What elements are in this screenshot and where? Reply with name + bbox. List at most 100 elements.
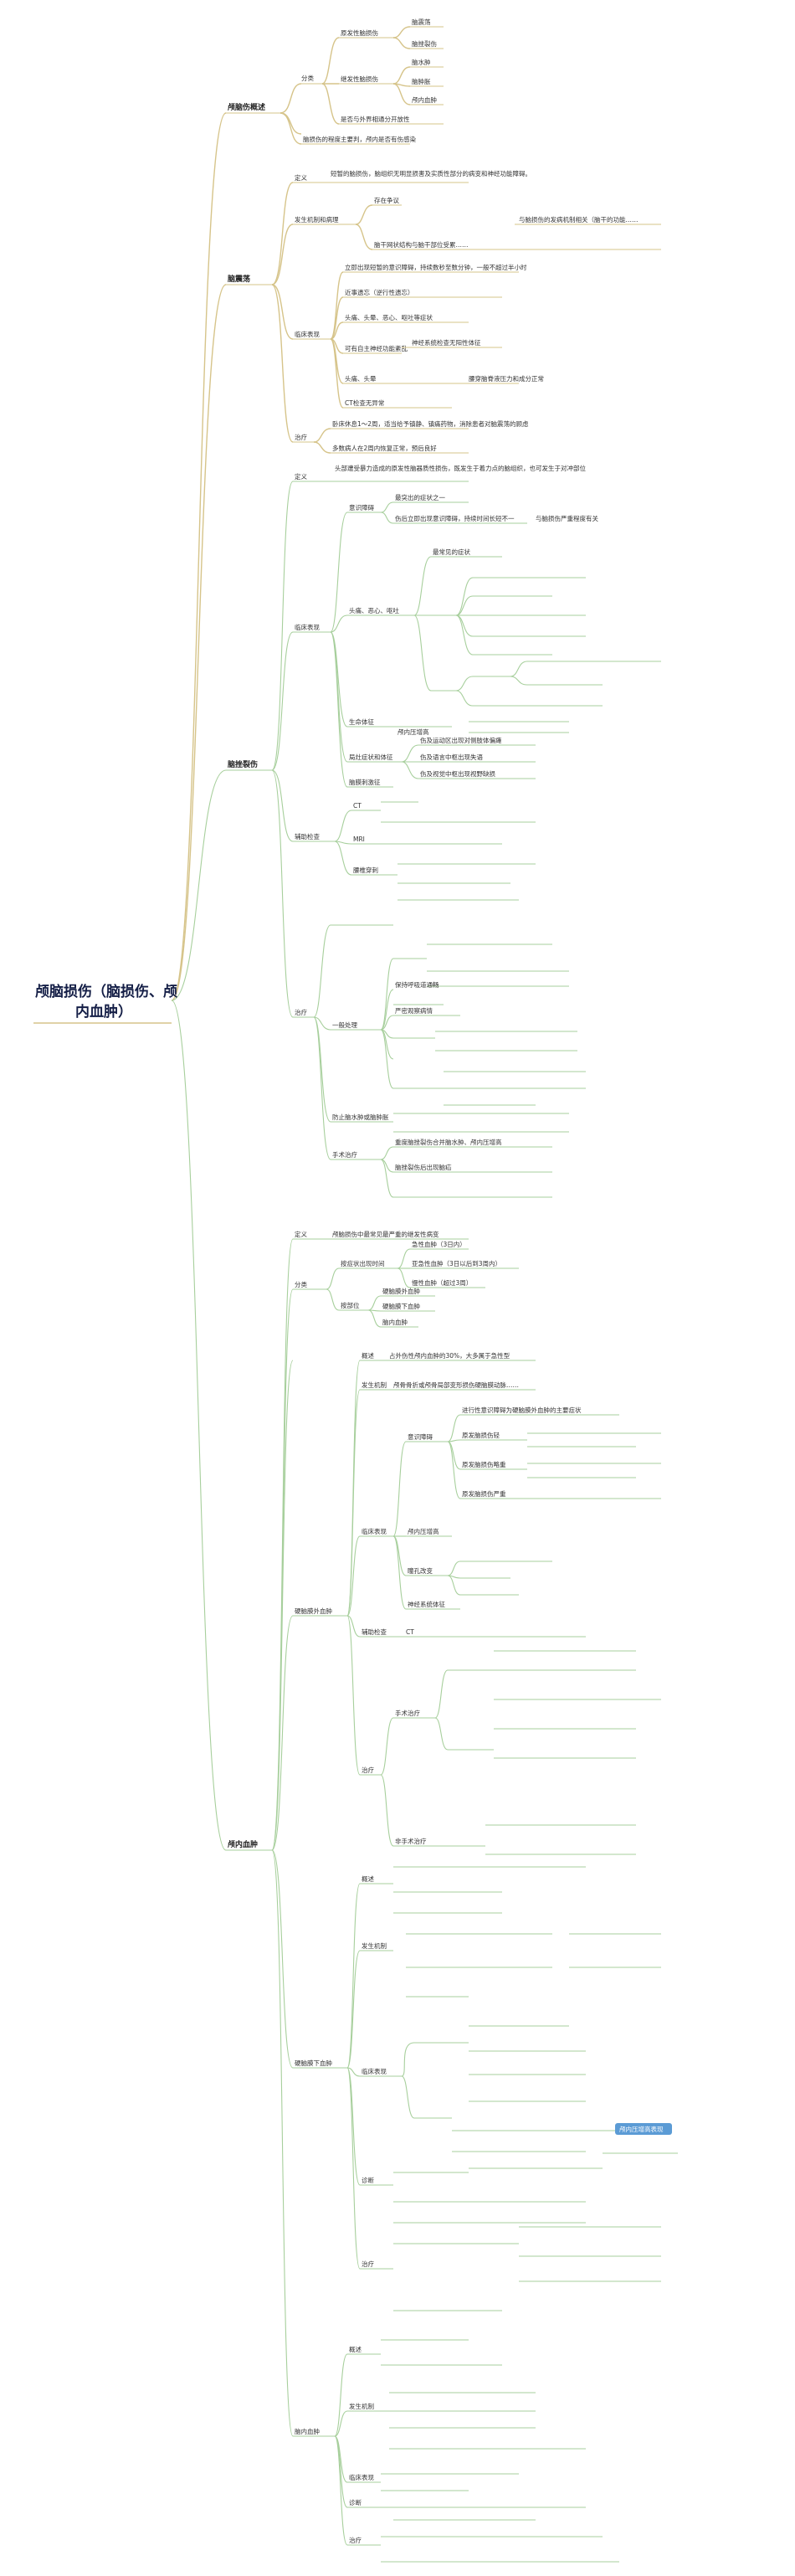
- concussion-m3a: 头痛、头晕、恶心、呕吐等症状: [345, 313, 433, 321]
- section-hematoma: 颅内血肿 定义 颅脑损伤中最常见最严重的继发性病变 分类 按症状出现时间 急性血…: [226, 1230, 678, 2563]
- sub-mech: 发生机制: [362, 1941, 387, 1950]
- contusion-tx-label: 治疗: [295, 1008, 307, 1016]
- concussion-mech-b: 与脑损伤的发病机制相关（脑干的功能……: [519, 215, 639, 224]
- concussion-m6: CT检查无异常: [345, 398, 384, 407]
- concussion-mech-a: 存在争议: [374, 196, 399, 204]
- contusion-c3a: 颅内压增高: [398, 728, 429, 736]
- concussion-m5b: 腰穿脑脊液压力和成分正常: [469, 374, 544, 383]
- epi-m2: 颅内压增高: [408, 1527, 439, 1535]
- overview-secondary: 继发性脑损伤: [341, 75, 378, 83]
- contusion-c4b: 伤及语言中枢出现失语: [420, 753, 483, 761]
- epi-ov-text: 占外伤性颅内血肿的30%，大多属于急性型: [389, 1351, 510, 1360]
- contusion-definition-label: 定义: [295, 472, 307, 481]
- concussion-t1: 卧床休息1～2周，适当给予镇静、镇痛药物，消除患者对脑震荡的顾虑: [332, 419, 529, 428]
- contusion-tx3b: 脑挫裂伤后出现脑疝: [395, 1163, 452, 1171]
- sub-highlight-box: [615, 2123, 672, 2135]
- epi-overview: 概述: [362, 1351, 374, 1360]
- root-title-line2: 内血肿）: [75, 1003, 132, 1021]
- contusion-aux-label: 辅助检查: [295, 832, 320, 841]
- hematoma-definition: 颅脑损伤中最常见最严重的继发性病变: [332, 1230, 439, 1238]
- contusion-c2: 头痛、恶心、呕吐: [349, 606, 399, 614]
- sub-overview: 概述: [362, 1874, 374, 1883]
- section-overview: 颅脑伤概述 分类 原发性脑损伤 脑震荡 脑挫裂伤 继发性脑损伤 脑水肿 脑肿胀 …: [226, 18, 444, 145]
- concussion-m3b: 神经系统检查无阳性体征: [412, 338, 481, 347]
- ich-overview: 概述: [349, 2345, 362, 2353]
- concussion-m5a: 头痛、头晕: [345, 374, 377, 383]
- concussion-m2: 近事遗忘（逆行性遗忘）: [345, 288, 414, 296]
- contusion-c3: 生命体征: [349, 717, 374, 726]
- epi-m1d: 原发脑损伤严重: [462, 1489, 506, 1498]
- contusion-c1a: 最突出的症状之一: [395, 493, 445, 501]
- contusion-tx2: 防止脑水肿或脑肿胀: [332, 1113, 389, 1121]
- concussion-treatment-label: 治疗: [295, 433, 307, 441]
- contusion-ct: CT: [353, 802, 362, 810]
- epi-m4: 神经系统体征: [408, 1600, 445, 1608]
- ich-mech: 发生机制: [349, 2402, 374, 2410]
- epi-m1a: 进行性意识障碍为硬脑膜外血肿的主要症状: [462, 1406, 582, 1414]
- secondary-item-3: 颅内血肿: [412, 95, 437, 104]
- by-time-item-2: 亚急性血肿（3日以后到3周内）: [412, 1259, 501, 1267]
- contusion-c1c: 与脑损伤严重程度有关: [536, 514, 598, 522]
- sub-label: 硬脑膜下血肿: [295, 2059, 332, 2067]
- concussion-mech-label: 发生机制和病理: [295, 215, 339, 224]
- overview-gcs-note: 脑损伤的程度主要判，颅内是否有伤感染: [303, 135, 416, 143]
- sub-tx: 治疗: [362, 2260, 374, 2268]
- concussion-definition: 短暂的脑损伤，脑组织无明显损害及实质性部分的病变和神经功能障碍。: [331, 169, 531, 177]
- epi-tx1: 手术治疗: [395, 1709, 420, 1717]
- contusion-c4c: 伤及视觉中枢出现视野缺损: [420, 769, 495, 778]
- contusion-lp: 腰椎穿刺: [353, 866, 378, 874]
- hematoma-by-loc: 按部位: [341, 1301, 360, 1309]
- hematoma-by-time: 按症状出现时间: [341, 1259, 385, 1267]
- overview-open-closed: 是否与外界相通分开放性: [341, 115, 410, 123]
- section-title-contusion: 脑挫裂伤: [227, 759, 258, 769]
- concussion-mech-b2: 脑干网状结构与脑干部位受累……: [374, 240, 469, 249]
- by-loc-item-3: 脑内血肿: [382, 1318, 408, 1326]
- sub-highlight: 颅内压增高表现: [619, 2125, 664, 2133]
- epi-m1b: 原发脑损伤轻: [462, 1431, 500, 1439]
- section-concussion: 脑震荡 定义 短暂的脑损伤，脑组织无明显损害及实质性部分的病变和神经功能障碍。 …: [226, 169, 661, 454]
- contusion-tx1: 一般处理: [332, 1021, 357, 1029]
- ich-label: 脑内血肿: [295, 2427, 320, 2435]
- contusion-mri: MRI: [353, 836, 365, 843]
- section-contusion: 脑挫裂伤 定义 头部遭受暴力造成的原发性脑器质性损伤，既发生于着力点的脑组织，也…: [226, 464, 661, 1198]
- section-title-concussion: 脑震荡: [227, 274, 250, 284]
- epi-label: 硬脑膜外血肿: [295, 1607, 332, 1615]
- epi-manifest: 临床表现: [362, 1527, 387, 1535]
- hematoma-definition-label: 定义: [295, 1230, 307, 1238]
- contusion-tx1b: 严密观察病情: [395, 1006, 433, 1015]
- epi-mech-text: 颅骨骨折或颅骨局部变形损伤硬脑膜动脉……: [393, 1381, 519, 1389]
- contusion-c5: 脑膜刺激征: [349, 778, 381, 786]
- concussion-definition-label: 定义: [295, 173, 307, 182]
- epi-aux: 辅助检查: [362, 1627, 387, 1636]
- epi-tx: 治疗: [362, 1766, 374, 1774]
- concussion-m1: 立即出现短暂的意识障碍，持续数秒至数分钟，一般不超过半小时: [345, 263, 527, 271]
- concussion-manifest-label: 临床表现: [295, 330, 320, 338]
- contusion-tx3a: 重度脑挫裂伤合并脑水肿、颅内压增高: [395, 1138, 502, 1146]
- contusion-c2a: 最常见的症状: [433, 548, 470, 556]
- sub-dx: 诊断: [362, 2176, 374, 2184]
- epi-m1c: 原发脑损伤略重: [462, 1460, 506, 1468]
- primary-item-1: 脑震荡: [412, 18, 431, 26]
- root-title-line1: 颅脑损伤（脑损伤、颅: [35, 983, 177, 1000]
- overview-primary: 原发性脑损伤: [341, 28, 378, 37]
- root-node: 颅脑损伤（脑损伤、颅 内血肿）: [33, 983, 177, 1024]
- overview-classify: 分类: [301, 74, 314, 82]
- contusion-c4: 局灶症状和体征: [349, 753, 393, 761]
- secondary-item-2: 脑肿胀: [412, 77, 431, 85]
- ich-dx: 诊断: [349, 2498, 362, 2507]
- by-loc-item-1: 硬脑膜外血肿: [382, 1287, 420, 1295]
- section-title-hematoma: 颅内血肿: [228, 1839, 258, 1849]
- contusion-c1: 意识障碍: [349, 503, 374, 512]
- epi-aux-ct: CT: [406, 1628, 414, 1636]
- contusion-c4a: 伤及运动区出现对侧肢体偏瘫: [420, 736, 502, 744]
- epi-mech: 发生机制: [362, 1381, 387, 1389]
- secondary-item-1: 脑水肿: [412, 58, 431, 66]
- by-loc-item-2: 硬脑膜下血肿: [382, 1302, 420, 1310]
- hematoma-classify-label: 分类: [295, 1280, 307, 1288]
- epi-m1: 意识障碍: [408, 1432, 433, 1441]
- contusion-definition: 头部遭受暴力造成的原发性脑器质性损伤，既发生于着力点的脑组织，也可发生于对冲部位: [335, 464, 586, 472]
- ich-manifest: 临床表现: [349, 2473, 374, 2481]
- contusion-c1b: 伤后立即出现意识障碍，持续时间长短不一: [395, 514, 515, 522]
- section-title-overview: 颅脑伤概述: [228, 102, 265, 112]
- primary-item-2: 脑挫裂伤: [412, 39, 437, 48]
